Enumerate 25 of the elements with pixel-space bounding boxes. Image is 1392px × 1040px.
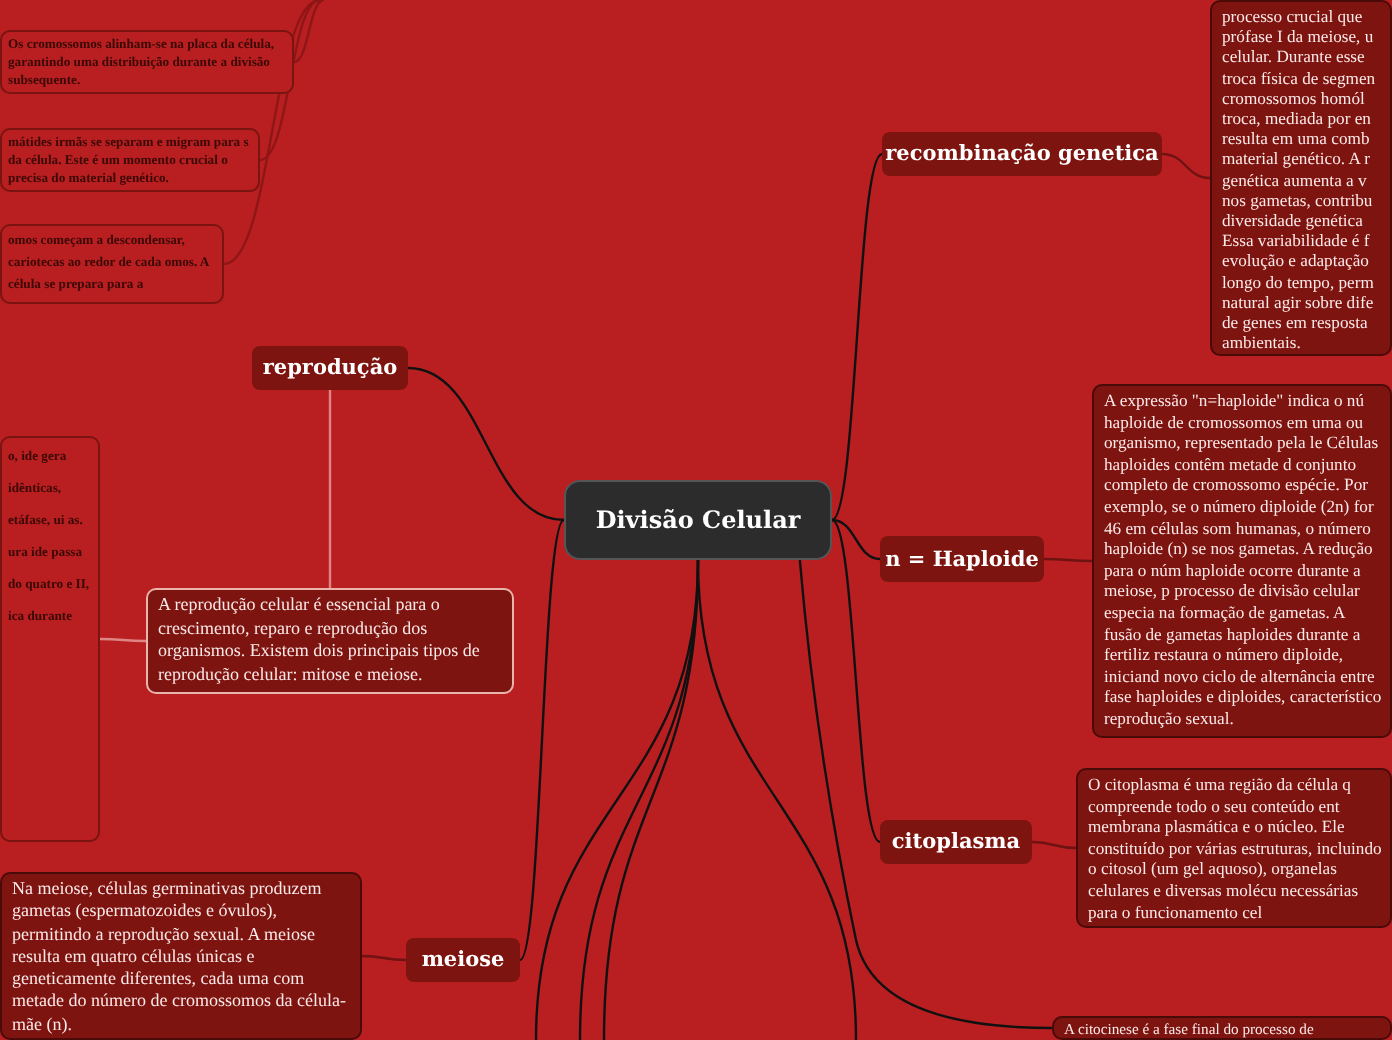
connector-line [1161, 152, 1211, 180]
description-card: A reprodução celular é essencial para o crescimento, reparo e reprodução dos organismos. Existem dois principais tipos de reprodução celular: mitose e meiose. [146, 588, 514, 694]
description-card: processo crucial que prófase I da meiose, u celular. Durante esse troca física de segmen cromossomos homól troca, mediada por en resulta em uma comb material genético. A r genética aumenta a v nos gametas, contribu diversidade genética Essa variabilidade é f evolução e adaptação longo do tempo, perm natural agir sobre dife de genes em resposta ambientais. [1210, 0, 1392, 356]
description-card: Na meiose, células germinativas produzem gametas (espermatozoides e óvulos), permitindo a reprodução sexual. A meiose resulta em quatro células únicas e geneticamente diferentes, cada uma com metade do número de cromossomos da célula-mãe (n). [0, 872, 362, 1040]
connector-line [328, 390, 332, 588]
connector-line [831, 519, 881, 843]
topic-box: meiose [406, 938, 520, 982]
connector-line [1031, 840, 1077, 850]
connector-line [100, 637, 146, 643]
connector-line [1044, 557, 1092, 563]
description-card: A expressão "n=haploide" indica o nú haploide de cromossomos em uma ou organismo, representado pela le Células haploides contêm metade d conjunto completo de cromossomo espécie. Por exemplo, se o número diploide (2n) for 46 em células som humanas, o número haploide (n) se nos gametas. A redução para o núm haploide ocorre durante a meiose, p processo de divisão celular especia na formação de gametas. A fusão de gametas haploides durante a fertiliz restaura o número diploide, iniciand novo ciclo de alternância entre fase haploides e diploides, característico reprodução sexual. [1092, 384, 1392, 738]
connector-line [798, 559, 1053, 1030]
topic-box: reprodução [252, 346, 408, 390]
connector-line [831, 153, 883, 521]
central-topic: Divisão Celular [564, 480, 832, 560]
description-card: O citoplasma é uma região da célula q compreende todo o seu conteúdo ent membrana plasmática e o núcleo. Ele constituído por várias estruturas, incluindo o citosol (um gel aquoso), organelas celulares e diversas molécu necessárias para o funcionamento cel [1076, 768, 1392, 928]
topic-box: citoplasma [880, 820, 1032, 864]
connector-line [696, 559, 858, 1040]
connector-line [831, 518, 881, 561]
topic-box: recombinação genetica [882, 132, 1162, 176]
topic-box: n = Haploide [880, 536, 1044, 582]
connector-line [518, 519, 566, 961]
connector-line [293, 0, 325, 64]
connector-line [361, 954, 407, 962]
connector-line [407, 366, 565, 522]
